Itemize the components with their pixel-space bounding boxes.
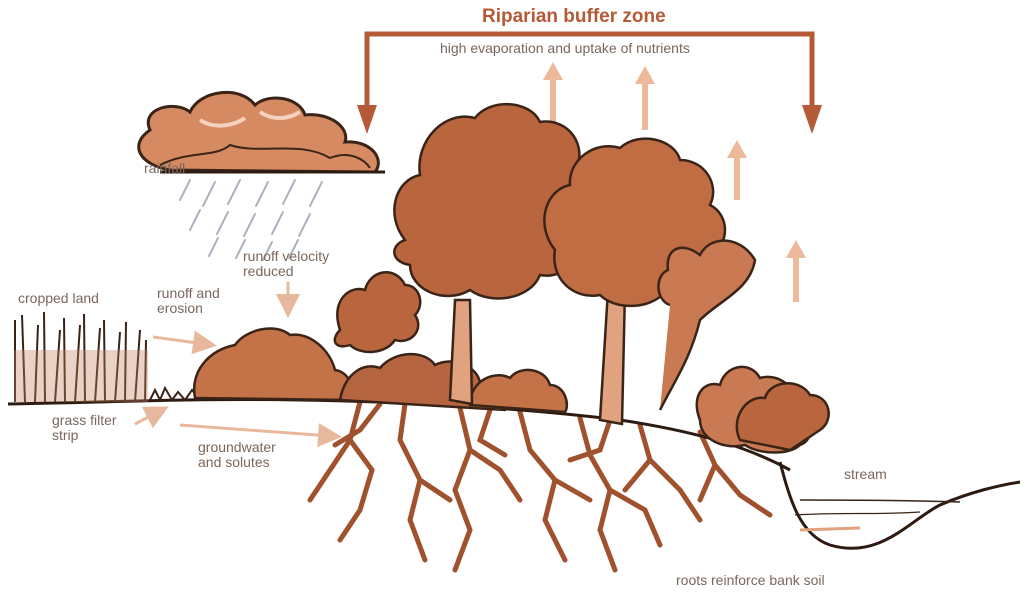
- diagram-subtitle: high evaporation and uptake of nutrients: [440, 40, 690, 56]
- label-rainfall: rainfall: [144, 161, 185, 176]
- diagram-title: Riparian buffer zone: [482, 6, 666, 28]
- label-runoff-erosion: runoff and erosion: [157, 286, 220, 316]
- label-cropped-land: cropped land: [18, 291, 99, 306]
- label-runoff-velocity: runoff velocity reduced: [243, 249, 329, 279]
- grass-filter-strip: [150, 388, 200, 400]
- label-groundwater: groundwater and solutes: [198, 440, 276, 470]
- cropped-land-plants: [14, 312, 148, 402]
- label-roots: roots reinforce bank soil: [676, 573, 825, 588]
- stream: [780, 462, 1020, 548]
- bracket-right-arrowhead: [802, 105, 822, 134]
- label-grass-filter: grass filter strip: [52, 413, 117, 443]
- label-stream: stream: [844, 467, 887, 482]
- bracket-left-arrowhead: [357, 105, 377, 134]
